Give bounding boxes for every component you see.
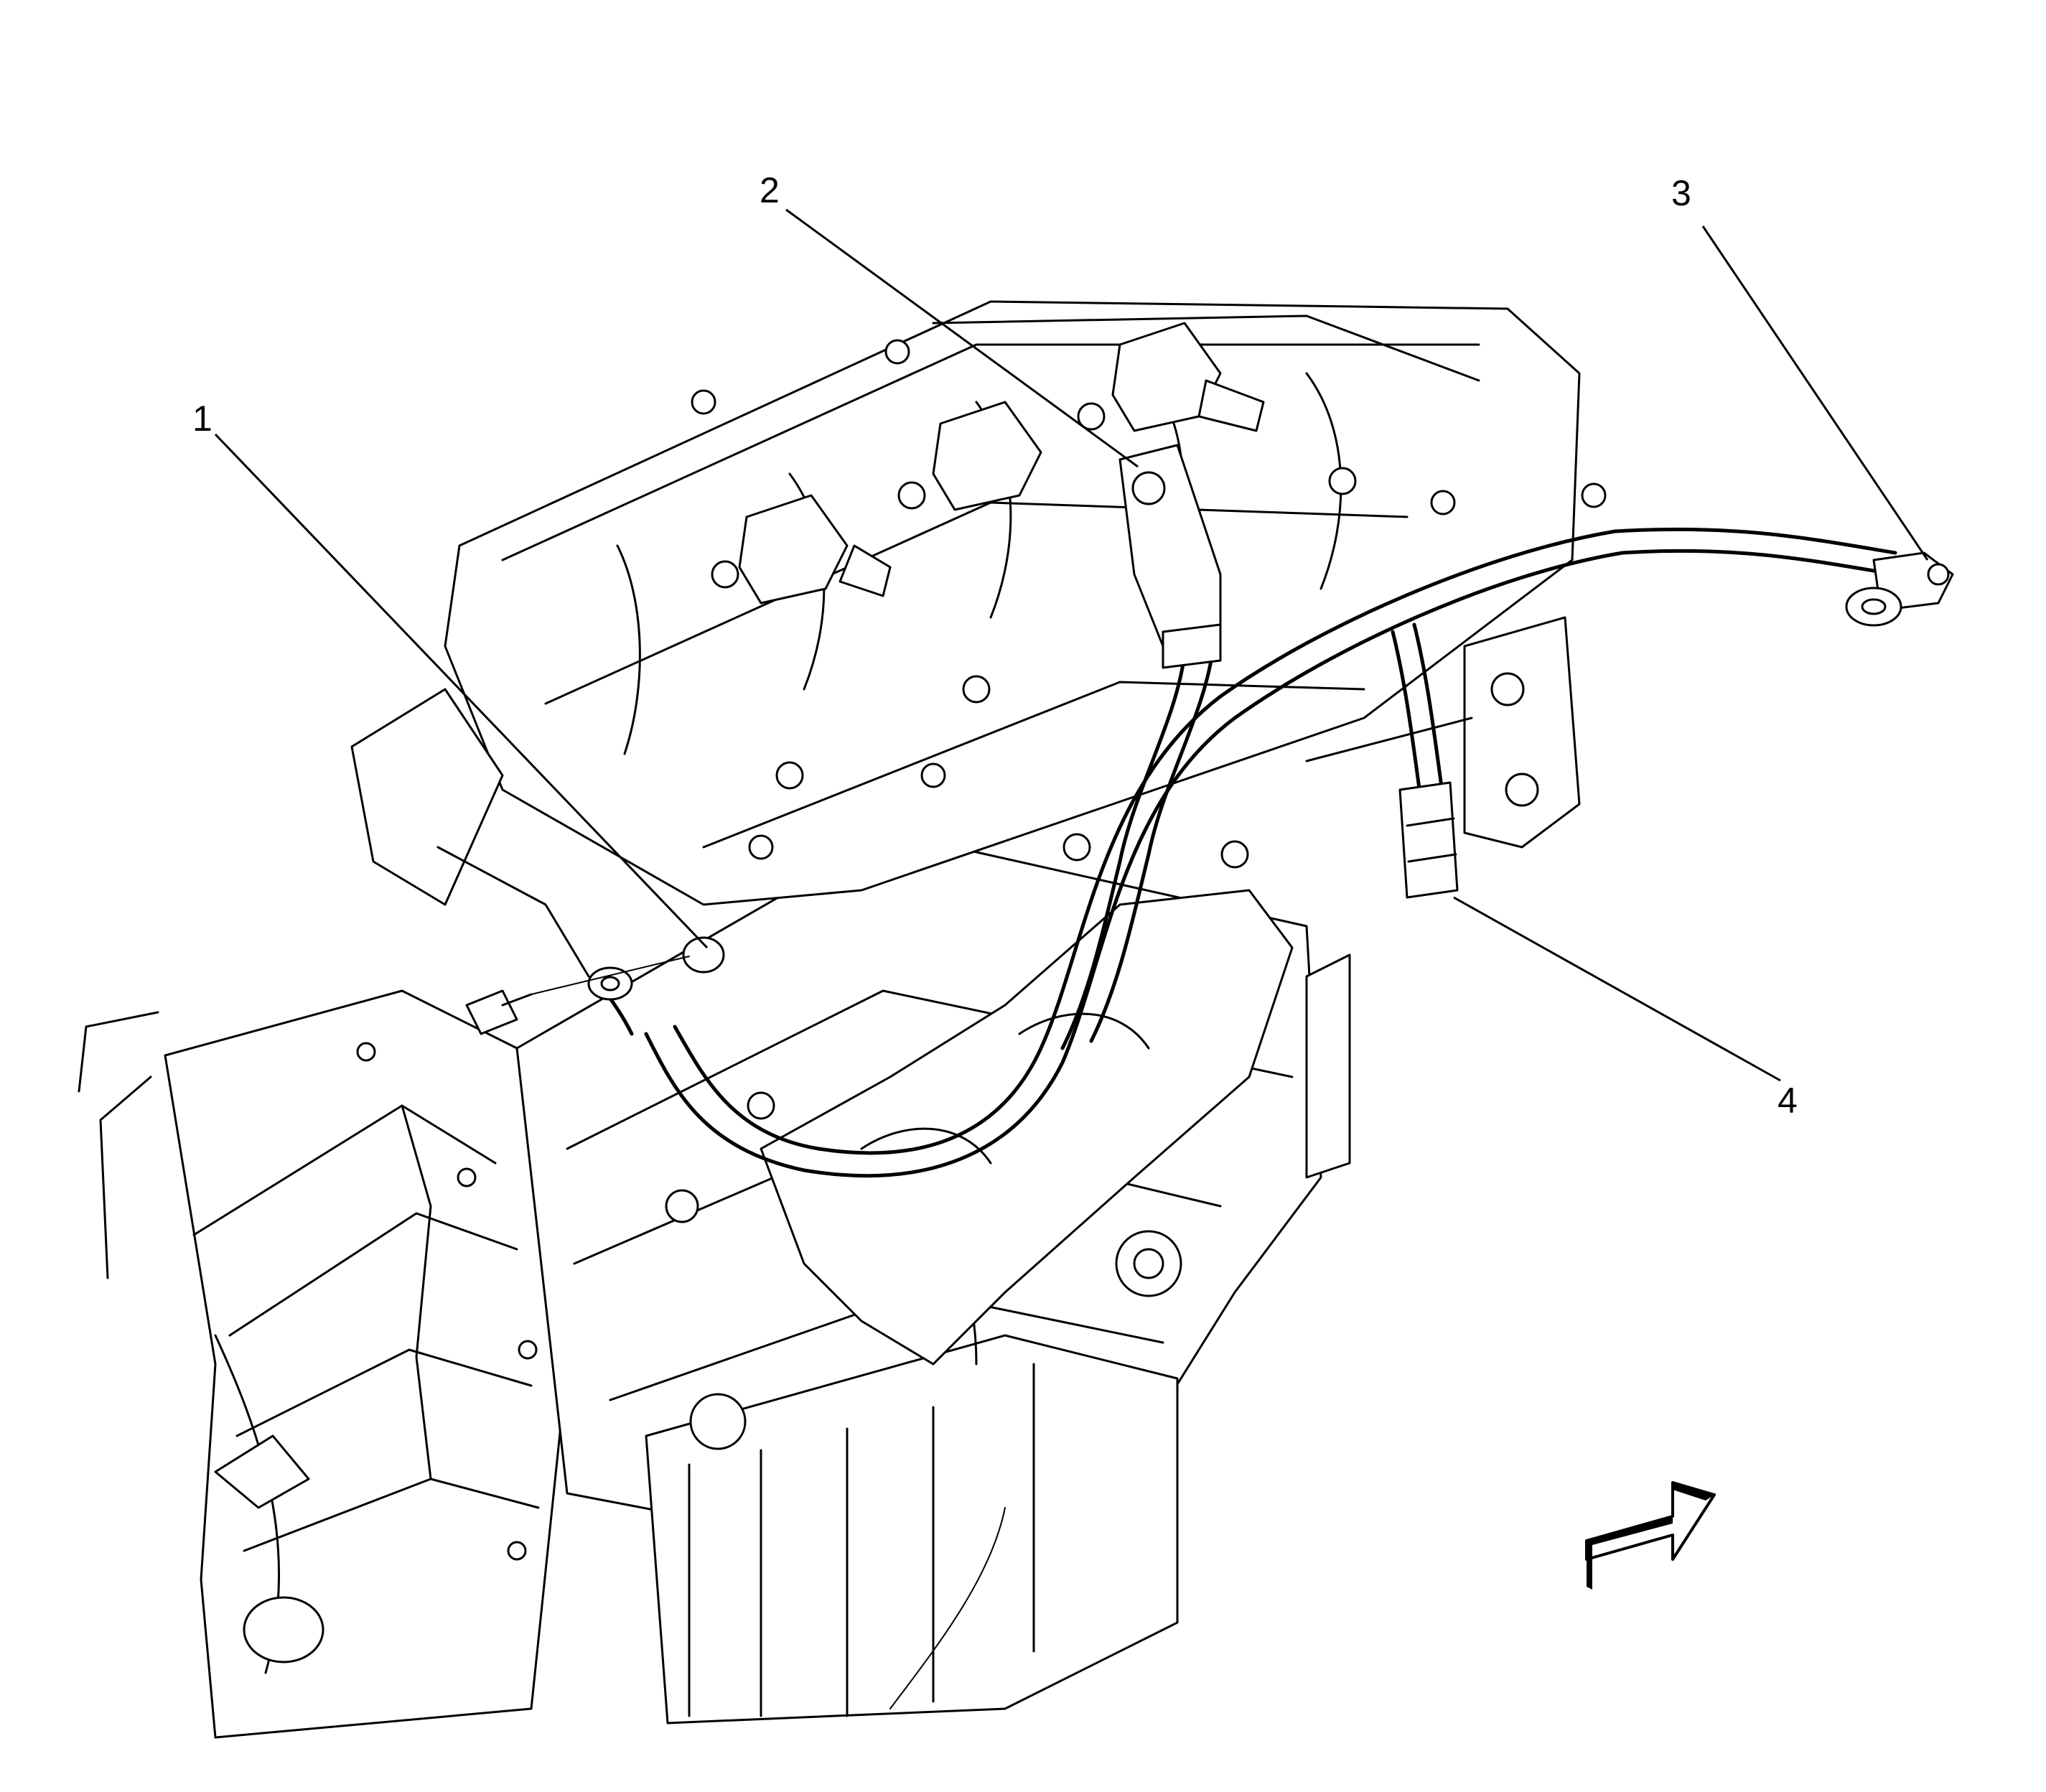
harness-electrical-connector [1398,781,1459,899]
callout-3-label: 3 [1671,173,1691,213]
callout-2-label: 2 [760,170,780,210]
exhaust-manifold [760,833,1351,1366]
callout-leaders [214,208,1929,1082]
front-direction-arrow-icon [1585,1481,1716,1590]
leader-1 [214,433,709,949]
leader-4 [1453,896,1781,1082]
alternator-bracket [1305,616,1581,849]
battery-cable-terminal [1118,444,1222,669]
ground-bolt [465,936,725,1035]
callout-4-label: 4 [1778,1081,1798,1121]
harness-ring-terminal [1845,551,1954,627]
callout-1-label: 1 [192,398,212,439]
leader-2 [785,208,1139,468]
transmission-bellhousing [78,989,569,1739]
intake-manifold [350,300,1607,978]
leader-3 [1701,225,1929,561]
